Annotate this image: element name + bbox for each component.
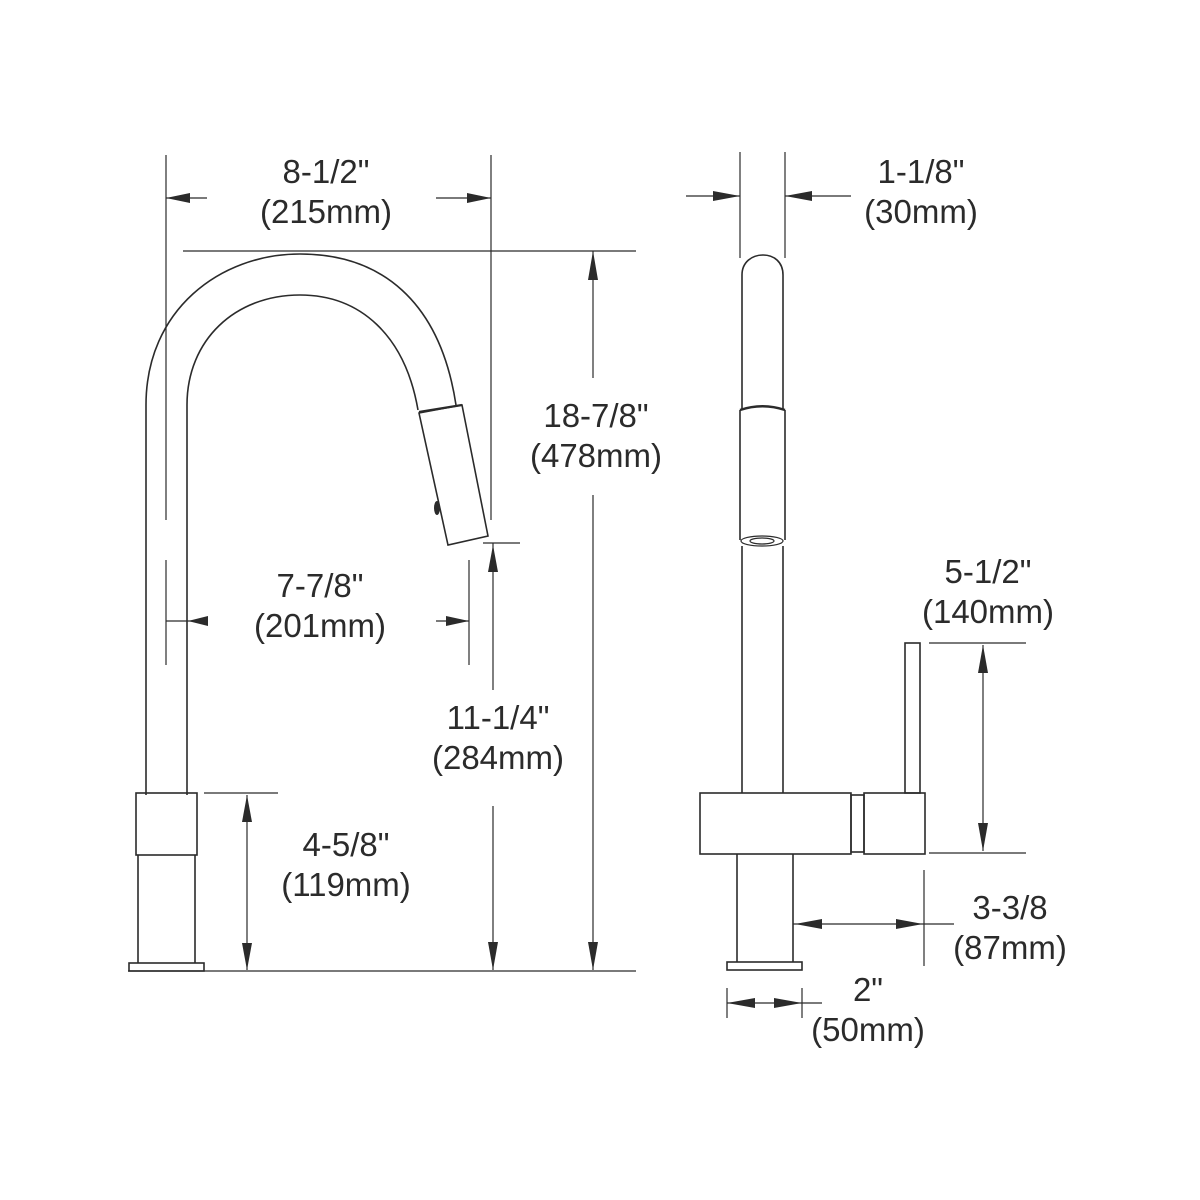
spout-clearance-imperial: 11-1/4" <box>446 699 550 736</box>
front-view <box>128 155 636 972</box>
spout-to-center-label: 7-7/8" (201mm) <box>220 566 420 646</box>
base-height-metric: (119mm) <box>281 866 411 903</box>
spout-clearance-label: 11-1/4" (284mm) <box>398 698 598 778</box>
spout-to-center-imperial: 7-7/8" <box>276 567 364 604</box>
handle-projection-label: 3-3/8 (87mm) <box>930 888 1090 968</box>
spout-reach-metric: (215mm) <box>259 193 393 230</box>
handle-height-imperial: 5-1/2" <box>944 553 1032 590</box>
overall-height-metric: (478mm) <box>529 437 663 474</box>
spout-reach-label: 8-1/2" (215mm) <box>226 152 426 232</box>
base-diameter-imperial: 2" <box>852 971 884 1008</box>
handle-height-label: 5-1/2" (140mm) <box>898 552 1078 632</box>
handle-projection-metric: (87mm) <box>953 929 1067 966</box>
base-height-label: 4-5/8" (119mm) <box>246 825 446 905</box>
base-diameter-label: 2" (50mm) <box>788 970 948 1050</box>
spout-diameter-label: 1-1/8" (30mm) <box>836 152 1006 232</box>
overall-height-imperial: 18-7/8" <box>543 397 649 434</box>
spout-clearance-metric: (284mm) <box>431 739 565 776</box>
handle-projection-imperial: 3-3/8 <box>972 889 1048 926</box>
base-diameter-metric: (50mm) <box>811 1011 925 1048</box>
side-view <box>686 152 1026 1018</box>
spout-diameter-imperial: 1-1/8" <box>877 153 965 190</box>
base-height-imperial: 4-5/8" <box>302 826 390 863</box>
handle-height-metric: (140mm) <box>921 593 1055 630</box>
spout-reach-imperial: 8-1/2" <box>282 153 370 190</box>
spout-diameter-metric: (30mm) <box>864 193 978 230</box>
spout-to-center-metric: (201mm) <box>253 607 387 644</box>
overall-height-label: 18-7/8" (478mm) <box>506 396 686 476</box>
